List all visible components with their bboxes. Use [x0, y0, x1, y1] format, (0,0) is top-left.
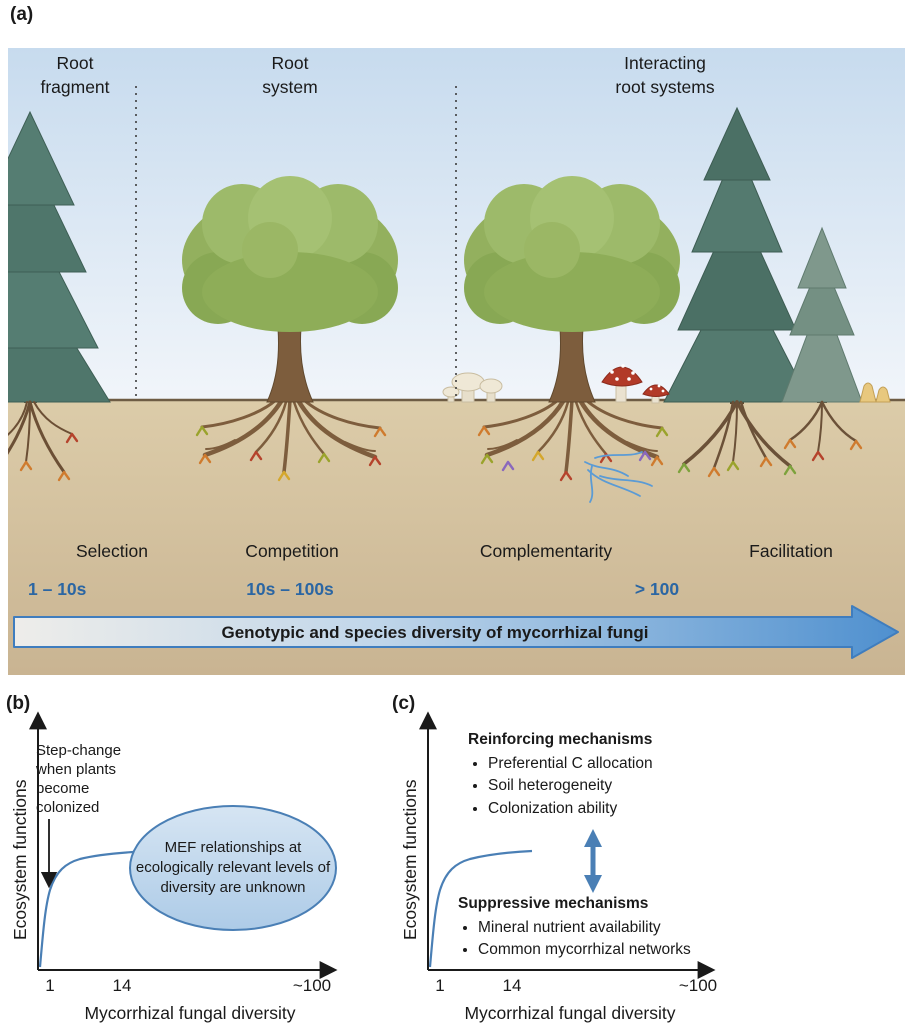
xtick-1: 1: [45, 976, 54, 995]
charts: 1 14 ~100 Mycorrhizal fungal diversity 1…: [29, 711, 717, 1023]
conifer-tree-left: [8, 110, 111, 482]
suppressive-item: Mineral nutrient availability: [478, 917, 713, 939]
suppressive-title: Suppressive mechanisms: [458, 895, 649, 912]
suppressive-list: Mineral nutrient availability Common myc…: [458, 917, 713, 962]
suppressive-item: Common mycorrhizal networks: [478, 939, 713, 961]
xtick-1: 1: [435, 976, 444, 995]
deciduous-tree-interacting: [464, 176, 680, 503]
mef-ellipse: [129, 805, 337, 931]
panel-a-illustration: Genotypic and species diversity of mycor…: [8, 48, 905, 675]
column-title-interacting-root-systems: Interacting root systems: [615, 53, 715, 97]
reinforcing-mechanisms: Reinforcing mechanisms Preferential C al…: [468, 731, 703, 820]
xtick-100: ~100: [293, 976, 331, 995]
hyphae-network: [584, 451, 653, 503]
panel-b-y-axis-label: Ecosystem functions: [10, 779, 30, 940]
column-dividers: [135, 86, 457, 398]
panel-a-label: (a): [10, 4, 34, 25]
panel-a: Genotypic and species diversity of mycor…: [8, 4, 905, 675]
mef-ellipse-note: MEF relationships at ecologically releva…: [135, 839, 331, 896]
reinforcing-item: Colonization ability: [488, 798, 703, 820]
column-title-root-system: Root system: [262, 53, 318, 97]
step-change-note: Step-change when plants become colonized: [36, 742, 122, 817]
conifer-tree-large: [663, 106, 811, 478]
suppressive-mechanisms: Suppressive mechanisms Mineral nutrient …: [458, 895, 713, 962]
conifer-roots: [682, 400, 792, 470]
reinforcing-list: Preferential C allocation Soil heterogen…: [468, 753, 703, 820]
panel-b-label: (b): [6, 693, 31, 714]
range-10s-100s: 10s – 100s: [246, 579, 334, 599]
column-title-root-fragment: Root fragment: [40, 53, 110, 97]
conifer-tree-small: [781, 226, 863, 462]
xtick-14: 14: [503, 976, 522, 995]
stage-selection: Selection: [76, 541, 148, 561]
reinforcing-item: Preferential C allocation: [488, 753, 703, 775]
ecosystem-function-curve: [428, 849, 533, 968]
chart-c: 1 14 ~100 Mycorrhizal fungal diversity: [419, 711, 717, 1023]
yellow-mushrooms: [859, 382, 891, 403]
conifer-roots: [788, 400, 858, 453]
x-axis-label: Mycorrhizal fungal diversity: [84, 1003, 295, 1023]
stage-facilitation: Facilitation: [749, 541, 833, 561]
ecosystem-function-curve: [38, 849, 153, 968]
range-gt-100: > 100: [634, 579, 680, 599]
fly-agaric-mushrooms: [601, 364, 670, 404]
xtick-100: ~100: [679, 976, 717, 995]
diversity-arrow: Genotypic and species diversity of mycor…: [13, 605, 899, 659]
white-mushrooms: [442, 372, 503, 403]
x-axis-label: Mycorrhizal fungal diversity: [464, 1003, 675, 1023]
range-1-10s: 1 – 10s: [28, 579, 87, 599]
chart-b: 1 14 ~100 Mycorrhizal fungal diversity: [29, 711, 338, 1023]
root-fragment-roots: [8, 400, 73, 474]
mechanism-double-arrow: [584, 829, 602, 893]
panel-c-label: (c): [392, 693, 416, 714]
stage-competition: Competition: [245, 541, 339, 561]
diversity-arrow-label: Genotypic and species diversity of mycor…: [221, 623, 648, 642]
reinforcing-item: Soil heterogeneity: [488, 775, 703, 797]
xtick-14: 14: [113, 976, 132, 995]
panel-c-y-axis-label: Ecosystem functions: [400, 779, 420, 940]
reinforcing-title: Reinforcing mechanisms: [468, 731, 653, 748]
stage-complementarity: Complementarity: [479, 541, 613, 561]
panels-b-c: 1 14 ~100 Mycorrhizal fungal diversity 1…: [0, 675, 910, 1034]
